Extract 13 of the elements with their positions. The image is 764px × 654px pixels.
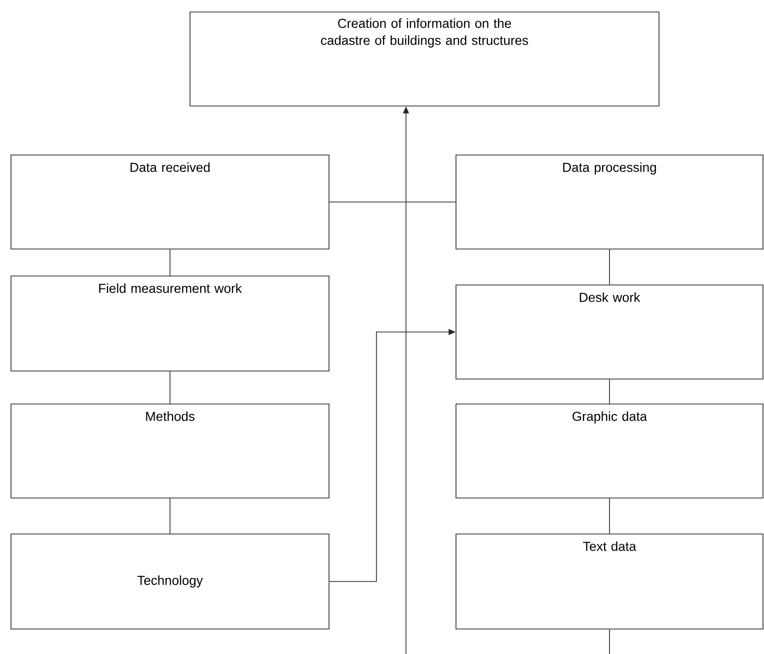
connector-line [609,379,610,404]
process-box: Field measurement work [10,276,330,372]
process-box: Data received [10,154,330,250]
connector-line [609,629,610,654]
process-box: Text data [456,534,764,630]
process-box: Creation of information on the cadastre of buildings and structures [190,12,660,106]
process-box: Data processing [456,154,764,250]
connector-line [609,249,610,285]
connector-line [609,498,610,534]
process-box: Desk work [456,284,764,380]
process-box: Technology [10,534,330,630]
process-box: Methods [10,404,330,498]
process-box: Graphic data [456,404,764,498]
